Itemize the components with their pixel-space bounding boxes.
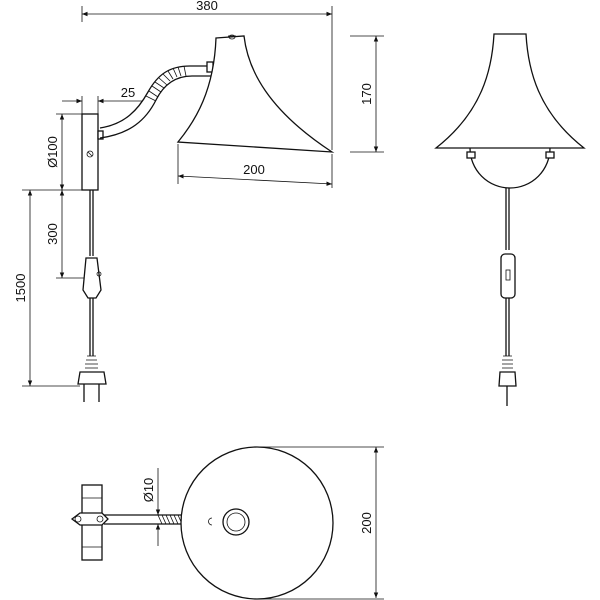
inline-switch-front: [500, 253, 516, 299]
lamp-shade-front: [434, 33, 586, 149]
plug-front: [498, 371, 517, 387]
knob-top: [222, 508, 250, 536]
dim-base-diameter: Ø100: [45, 136, 60, 168]
bulb-globe: [469, 147, 551, 189]
shade-disc-top: [180, 446, 334, 600]
dim-height: 170: [359, 83, 374, 105]
dim-cable-length: 1500: [13, 274, 28, 303]
front-view: [434, 33, 586, 406]
inline-switch-side: [82, 257, 102, 299]
bracket-screw: [86, 150, 94, 158]
dimension-lines: 380 170 25 200 Ø100 300 1500 Ø: [13, 0, 384, 600]
wall-bracket: [81, 113, 99, 191]
top-view: [70, 446, 334, 600]
plug-side: [77, 371, 107, 385]
gooseneck-arm: [99, 65, 213, 129]
dim-overall-width: 380: [196, 0, 218, 13]
dim-switch-distance: 300: [45, 223, 60, 245]
side-view: [77, 34, 335, 402]
dim-back-plate-diameter: 200: [359, 512, 374, 534]
lamp-shade-side: [176, 35, 335, 153]
dim-arm-diameter: Ø10: [141, 478, 156, 503]
dim-shade-diameter: 200: [243, 162, 265, 177]
dim-bracket-offset: 25: [121, 85, 135, 100]
